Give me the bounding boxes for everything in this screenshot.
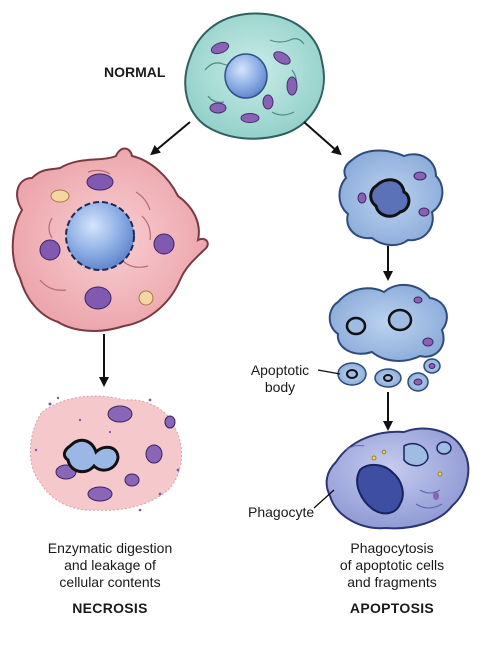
arrow-to-necrosis (150, 121, 191, 156)
phagocytosed-bodies (403, 441, 452, 467)
label-apoptotic-body-line-1: Apoptotic (250, 362, 310, 378)
caption-necrosis-line-1: Enzymatic digestion (47, 540, 173, 556)
fragment-nucleus-2 (387, 308, 413, 332)
apoptotic-mitochondria-1 (357, 171, 430, 217)
caption-apoptosis-line-1: Phagocytosis (350, 540, 434, 556)
caption-apoptosis-line-2: of apoptotic cells (339, 557, 445, 573)
normal-cell (184, 12, 325, 140)
caption-necrosis-line-2: and leakage of (64, 557, 156, 573)
arrow-to-apoptosis (303, 121, 342, 156)
necrotic-fragments (55, 405, 176, 502)
label-normal: NORMAL (104, 64, 166, 80)
caption-necrosis: Enzymatic digestion and leakage of cellu… (20, 540, 200, 591)
necrotic-chromatin (62, 438, 120, 474)
phagocyte-nucleus (356, 464, 404, 515)
title-apoptosis: APOPTOSIS (349, 600, 435, 616)
normal-nucleus (224, 53, 268, 99)
necrotic-debris (29, 395, 182, 512)
caption-apoptosis-line-3: and fragments (347, 574, 437, 590)
title-necrosis: NECROSIS (72, 600, 148, 616)
normal-mitochondria (209, 41, 298, 123)
necrotic-er (39, 169, 151, 291)
necrotic-nucleus (65, 201, 135, 271)
label-apoptotic-body-line-2: body (264, 379, 296, 395)
phagocyte-pointer (313, 489, 335, 509)
phagocyte-cell (325, 427, 470, 530)
necrotic-swollen-cell (11, 147, 209, 332)
condensed-nucleus (369, 178, 411, 218)
caption-apoptosis: Phagocytosis of apoptotic cells and frag… (318, 540, 466, 591)
caption-necrosis-line-3: cellular contents (59, 574, 161, 590)
label-apoptotic-body: Apoptotic body (248, 362, 312, 396)
apoptotic-body-pointer (317, 369, 341, 375)
necrotic-mitochondria (39, 173, 175, 310)
apoptotic-fragmenting-cell (328, 283, 448, 392)
label-phagocyte: Phagocyte (248, 504, 315, 520)
fragment-nucleus-1 (345, 316, 367, 336)
apoptotic-shrunken-cell (338, 149, 444, 246)
necrotic-speckles (34, 396, 180, 512)
